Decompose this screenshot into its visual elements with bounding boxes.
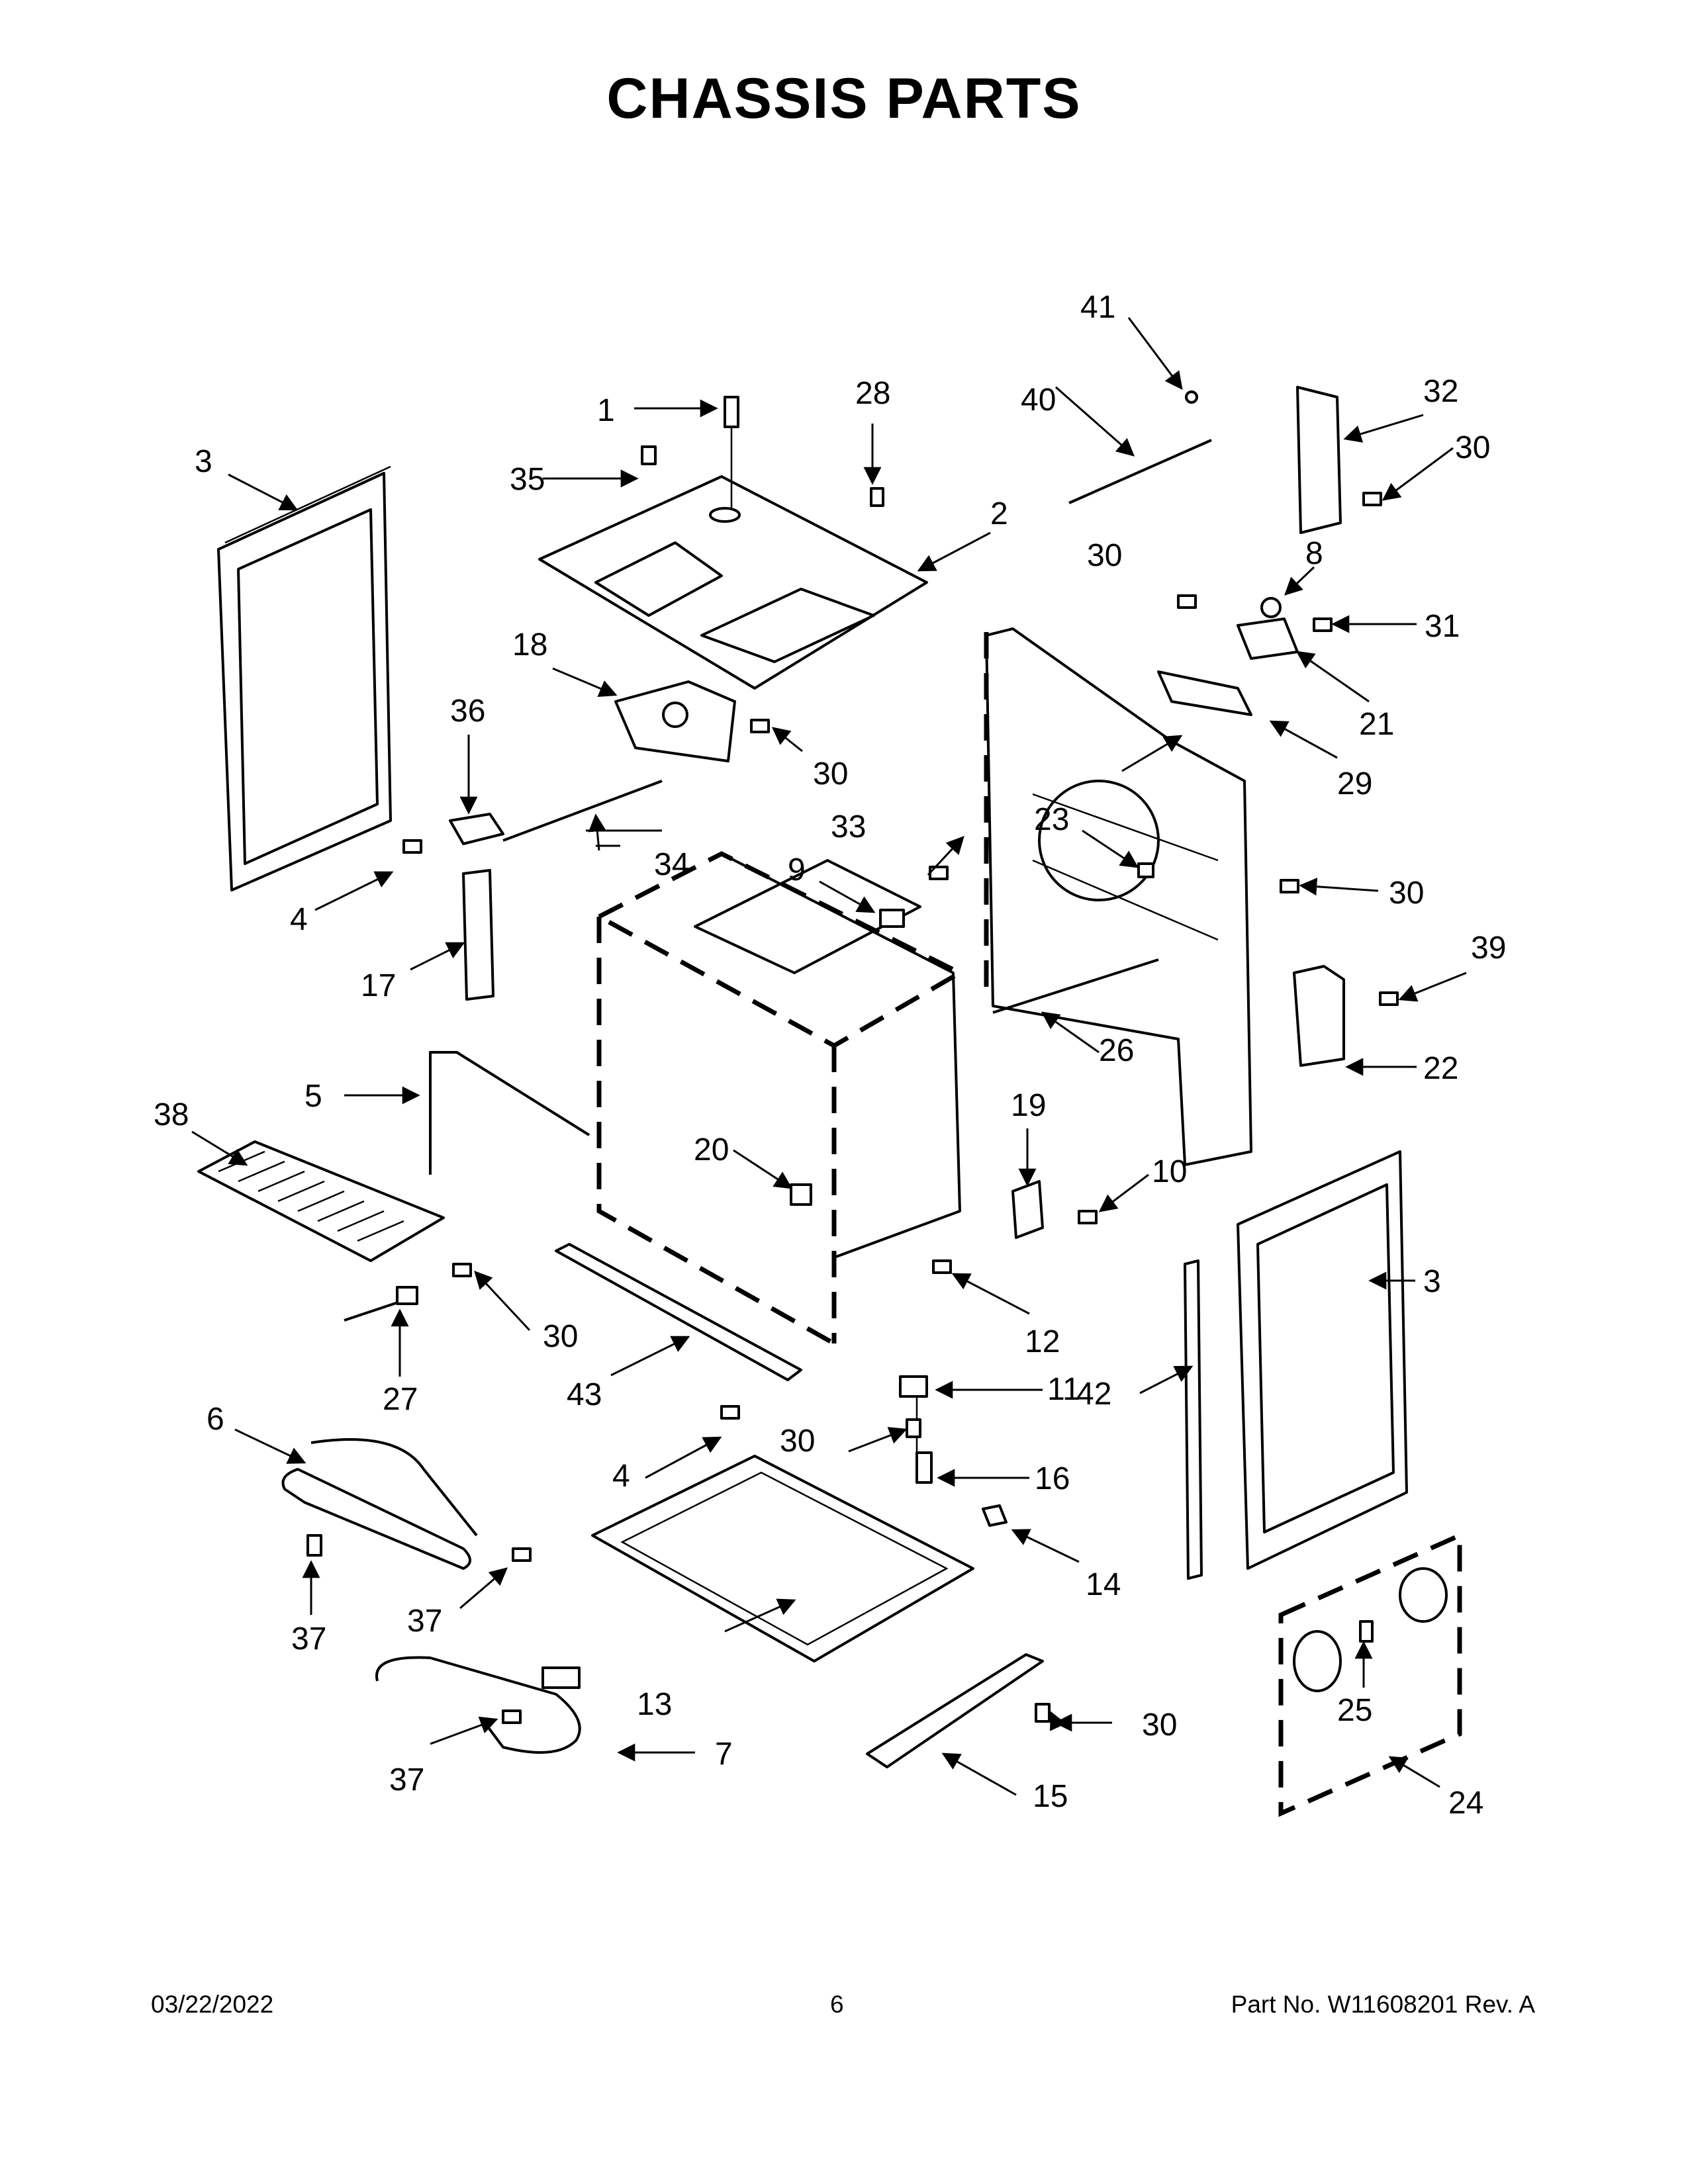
callout-4-upper: 4: [290, 902, 308, 937]
oven-rack-part: [197, 1140, 445, 1262]
callout-24: 24: [1448, 1786, 1483, 1821]
temperature-sensor-part: [344, 1286, 418, 1322]
callout-34: 34: [654, 847, 689, 882]
callout-37-a: 37: [291, 1621, 326, 1657]
latch-assembly-part: [614, 680, 736, 762]
callout-4-lower: 4: [612, 1459, 630, 1494]
bottom-panel-part: [591, 1455, 974, 1662]
callout-27: 27: [383, 1382, 418, 1417]
callout-19: 19: [1011, 1088, 1046, 1123]
callout-12: 12: [1025, 1324, 1060, 1359]
callout-30-c: 30: [1087, 538, 1122, 573]
callout-30-b: 30: [543, 1319, 578, 1354]
callout-40: 40: [1021, 383, 1056, 418]
callout-36: 36: [450, 694, 485, 729]
side-trim-part: [1184, 1259, 1203, 1580]
callout-labels: 1 2 3 3 4 4 5 6 7 8 9 10 11 12 13 14 15 …: [154, 290, 1506, 1821]
callout-30-f: 30: [780, 1424, 815, 1459]
toe-kick-bracket-part: [866, 1653, 1044, 1768]
callout-3-right: 3: [1423, 1264, 1441, 1299]
callout-30-e: 30: [1455, 430, 1490, 465]
callout-43: 43: [567, 1377, 602, 1412]
callout-8: 8: [1305, 536, 1323, 571]
callout-14: 14: [1086, 1567, 1121, 1602]
callout-11: 11: [1047, 1372, 1080, 1407]
wire-harness-part: [1068, 390, 1212, 504]
vent-trim-part: [555, 1243, 802, 1381]
callout-10: 10: [1152, 1154, 1187, 1189]
callout-7: 7: [715, 1737, 733, 1772]
door-gasket-part: [429, 1051, 590, 1175]
callout-41: 41: [1080, 290, 1115, 325]
back-screw-part: [1137, 862, 1154, 878]
side-panel-right-part: [1237, 1150, 1408, 1570]
callout-6: 6: [207, 1402, 224, 1437]
hinge-receiver-part: [462, 869, 494, 1001]
callout-28: 28: [855, 376, 890, 411]
side-panel-left-part: [217, 465, 392, 891]
cooktop-top-panel-part: [538, 475, 928, 690]
callout-16: 16: [1035, 1461, 1070, 1496]
callout-21: 21: [1359, 707, 1394, 742]
callout-1: 1: [597, 393, 615, 428]
oven-cavity-part: [594, 851, 965, 1346]
latch-part: [790, 1183, 812, 1206]
callout-33: 33: [831, 809, 866, 844]
callout-17: 17: [361, 968, 396, 1003]
hinge-bracket-part: [449, 813, 504, 845]
callout-26: 26: [1099, 1033, 1134, 1068]
callout-25: 25: [1337, 1693, 1372, 1728]
terminal-block-part: [1157, 597, 1299, 716]
leader-lines: [191, 317, 1467, 1796]
callout-42: 42: [1076, 1377, 1111, 1412]
callout-18: 18: [512, 627, 547, 662]
footer-page-number: 6: [830, 1991, 844, 2018]
footer-date: 03/22/2022: [151, 1991, 274, 2018]
callout-30-d: 30: [1389, 876, 1424, 911]
callout-30-g: 30: [1142, 1707, 1177, 1743]
bake-element-part: [281, 1438, 478, 1570]
footer-part-number: Part No. W11608201 Rev. A: [1231, 1991, 1535, 2018]
back-rod-part: [992, 958, 1159, 1014]
callout-3-left: 3: [195, 444, 212, 479]
callout-5: 5: [305, 1079, 322, 1114]
terminal-cover-part: [1293, 965, 1345, 1067]
callout-32: 32: [1423, 374, 1458, 409]
callout-29: 29: [1337, 766, 1372, 801]
callout-39: 39: [1471, 931, 1506, 966]
broil-element-part: [375, 1656, 581, 1754]
callout-37-c: 37: [389, 1762, 424, 1797]
knob-kit-part: [1278, 1531, 1462, 1817]
small-bracket-part: [1011, 1180, 1044, 1239]
bottom-clip-part: [982, 1504, 1008, 1527]
page-title: CHASSIS PARTS: [606, 67, 1082, 130]
callout-23: 23: [1034, 802, 1069, 837]
callout-30-a: 30: [813, 756, 848, 792]
callout-15: 15: [1033, 1779, 1068, 1814]
pin-part: [724, 396, 739, 510]
callout-31: 31: [1425, 609, 1460, 644]
callout-2: 2: [990, 496, 1008, 531]
callout-13: 13: [637, 1687, 672, 1722]
latch-rod-part: [502, 780, 663, 842]
top-bracket-part: [1296, 386, 1342, 534]
callout-22: 22: [1423, 1051, 1458, 1086]
callout-37-b: 37: [407, 1604, 442, 1639]
clip-part: [879, 909, 905, 928]
callout-38: 38: [154, 1097, 189, 1132]
callout-35: 35: [510, 462, 545, 497]
callout-20: 20: [694, 1132, 729, 1167]
callout-9: 9: [788, 852, 806, 887]
